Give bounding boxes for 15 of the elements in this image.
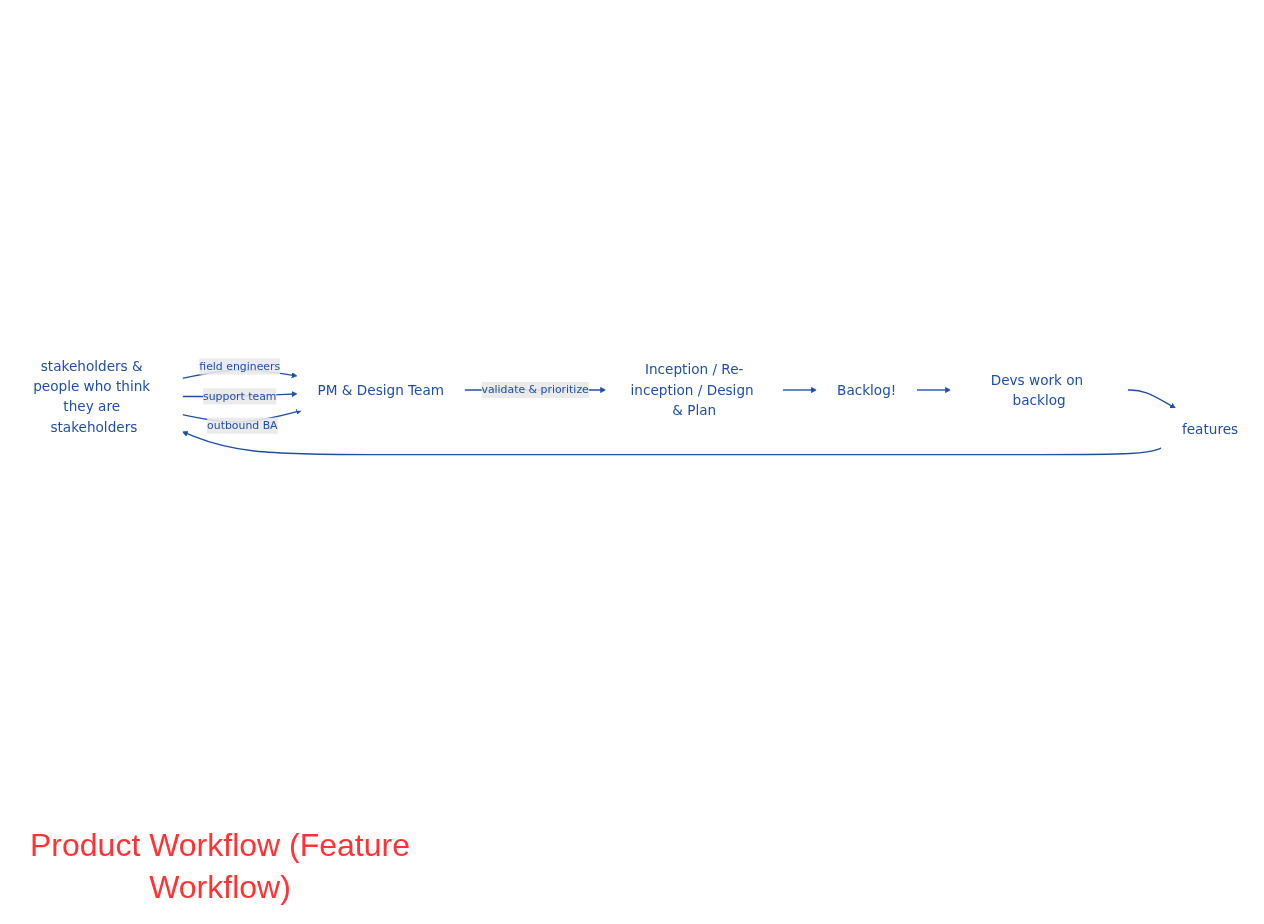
node-text: PM & Design Team	[317, 381, 445, 399]
node-text: Devs work on backlog	[990, 371, 1084, 409]
title: Product Workflow (Feature Workflow)	[30, 826, 410, 907]
node-text: features	[1181, 420, 1239, 437]
node-text: Backlog!	[837, 381, 897, 399]
edge-label: field engineers	[199, 359, 281, 373]
edge-label: support team	[203, 389, 277, 403]
edge-label: outbound BA	[207, 418, 278, 432]
arrow	[781, 386, 817, 393]
arrow	[1126, 389, 1176, 409]
edge-label: validate & prioritize	[481, 383, 589, 397]
node-text: Inception / Re-inception / Design & Plan	[630, 361, 754, 419]
node-text: stakeholders & people who think they are stakeholders	[33, 357, 151, 436]
arrow	[916, 386, 951, 393]
arrow	[182, 430, 1163, 456]
